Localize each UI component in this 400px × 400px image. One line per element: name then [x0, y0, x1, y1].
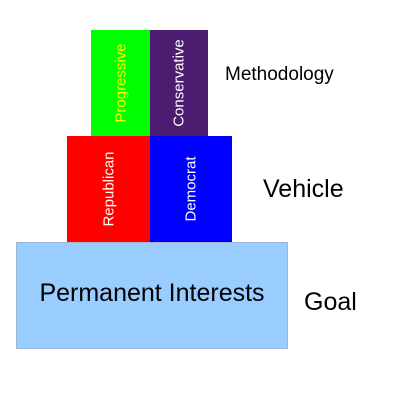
permanent-interests-block: Permanent Interests [16, 242, 288, 349]
democrat-block: Democrat [150, 136, 232, 242]
vehicle-label: Vehicle [263, 175, 344, 203]
republican-block: Republican [67, 136, 150, 242]
conservative-block: Conservative [150, 30, 208, 136]
progressive-label: Progressive [112, 43, 129, 123]
goal-label: Goal [304, 288, 357, 316]
permanent-interests-label: Permanent Interests [39, 279, 265, 307]
progressive-block: Progressive [91, 30, 150, 136]
conservative-label: Conservative [170, 39, 188, 127]
methodology-label: Methodology [225, 64, 334, 85]
democrat-label: Democrat [182, 156, 200, 222]
republican-label: Republican [100, 151, 117, 227]
